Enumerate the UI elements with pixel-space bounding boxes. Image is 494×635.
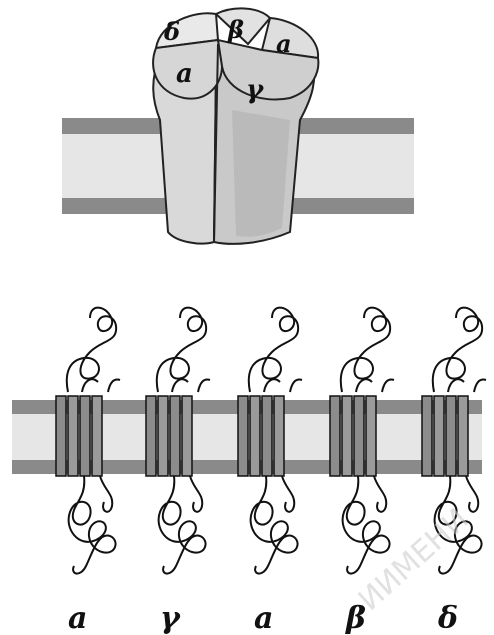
receptor-label-alpha-front: a: [176, 59, 193, 89]
receptor-label-delta: δ: [163, 17, 180, 46]
receptor-label-gamma: γ: [246, 75, 265, 105]
receptor-label-beta: β: [227, 15, 244, 44]
subunit-labels: a γ a β δ: [68, 601, 458, 635]
subunit-label-1: a: [68, 601, 87, 635]
subunit-label-4: β: [345, 601, 366, 635]
subunit-label-5: δ: [437, 601, 458, 635]
subunit-label-2: γ: [160, 601, 181, 635]
subunit-label-3: a: [254, 601, 273, 635]
receptor-label-alpha-top: a: [276, 29, 292, 58]
receptor-channel: δ β a a γ: [152, 7, 320, 245]
